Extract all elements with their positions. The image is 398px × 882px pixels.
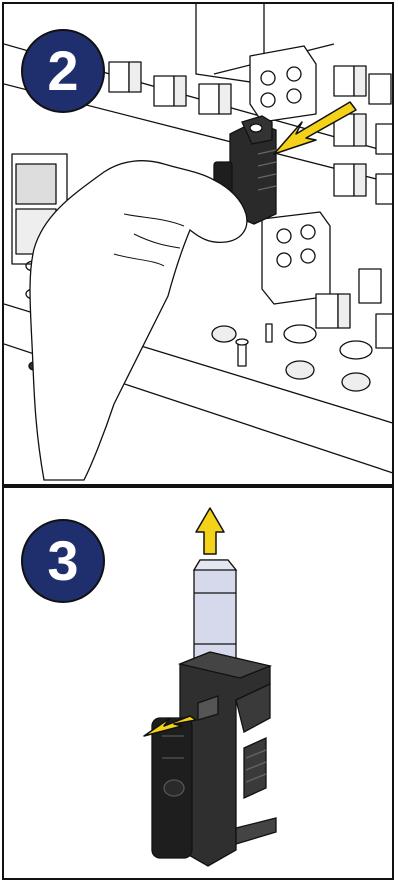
arrow-up-icon [196,508,224,554]
step-2-badge: 2 [18,26,108,116]
fuse-holder [152,652,276,866]
step-number: 2 [18,26,108,116]
step-3-panel: 3 [2,486,394,880]
hand-outline [30,161,247,480]
step-3-badge: 3 [18,516,108,606]
step-2-panel: 2 [2,2,394,486]
step-number: 3 [18,516,108,606]
